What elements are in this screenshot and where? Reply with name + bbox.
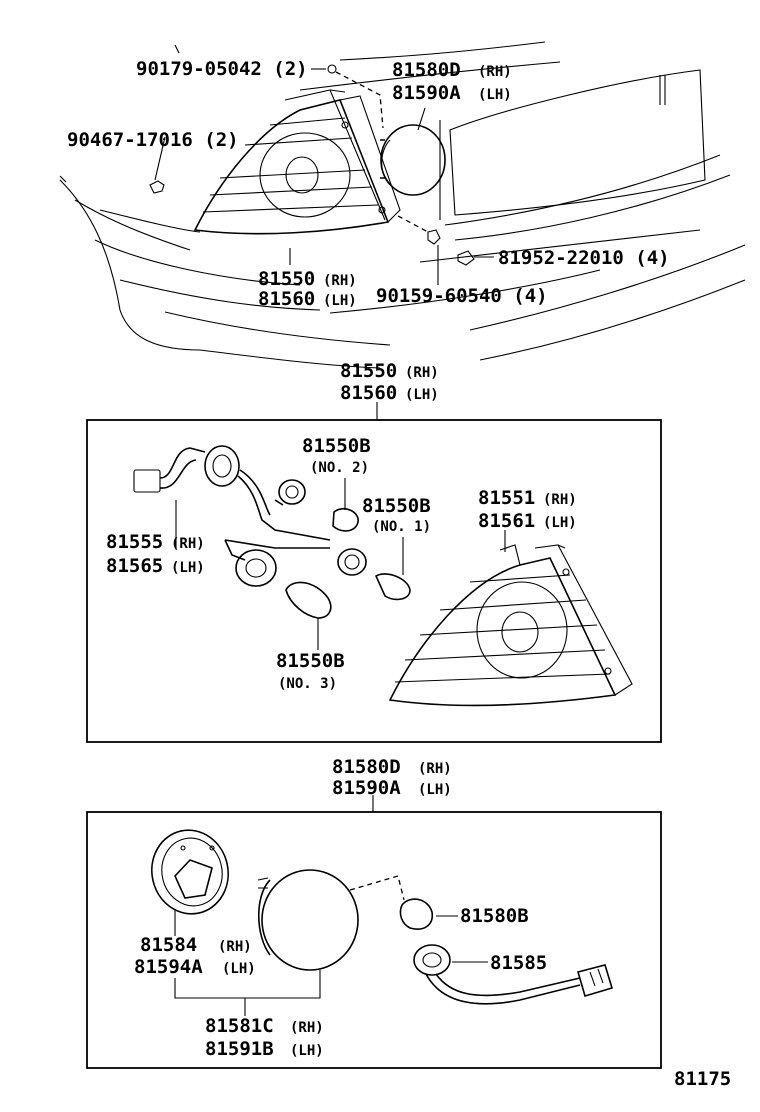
back-up-lamp-top bbox=[380, 124, 446, 196]
label-90179-part: 90179-05042 (2) bbox=[136, 58, 308, 80]
bulb-no2-note: (NO. 2) bbox=[310, 460, 369, 476]
leader-lines-bottom bbox=[174, 910, 488, 1016]
backup-lens-rh-side: (RH) bbox=[290, 1020, 324, 1036]
socket-rh-side: (RH) bbox=[171, 536, 205, 552]
label-81590a-side: (LH) bbox=[478, 87, 512, 103]
label-81952: 81952-22010 (4) bbox=[498, 247, 670, 269]
label-lens-81551: 81551 (RH) 81561 (LH) bbox=[478, 487, 577, 532]
gasket bbox=[151, 829, 229, 915]
label-90467: 90467-17016 (2) bbox=[67, 129, 239, 151]
gasket-lh-side: (LH) bbox=[222, 961, 256, 977]
gasket-rh-side: (RH) bbox=[218, 939, 252, 955]
label-90159-part: 90159-60540 (4) bbox=[376, 285, 548, 307]
socket-rh-part: 81555 bbox=[106, 531, 163, 553]
lens-lh-part: 81561 bbox=[478, 510, 535, 532]
backup-lens-lh-side: (LH) bbox=[290, 1043, 324, 1059]
backup-lens-lh-part: 81591B bbox=[205, 1038, 274, 1060]
label-90159: 90159-60540 (4) bbox=[376, 285, 548, 307]
socket-lh-side: (LH) bbox=[171, 560, 205, 576]
leader-lines-top bbox=[154, 68, 494, 812]
backup-header-rh-side: (RH) bbox=[418, 761, 452, 777]
label-81550-top-part: 81550 bbox=[258, 268, 315, 290]
label-81590a-part: 81590A bbox=[392, 82, 461, 104]
backup-header-lh-side: (LH) bbox=[418, 782, 452, 798]
bulb-no1-note: (NO. 1) bbox=[372, 519, 431, 535]
label-socket-81555: 81555 (RH) 81565 (LH) bbox=[106, 531, 205, 577]
back-up-lamp-lens bbox=[257, 869, 359, 971]
backup-header-lh-part: 81590A bbox=[332, 777, 401, 799]
lens-rh-side: (RH) bbox=[543, 492, 577, 508]
tail-header-rh-part: 81550 bbox=[340, 360, 397, 382]
bulb-no3-part: 81550B bbox=[276, 650, 345, 672]
bulb-no2-part: 81550B bbox=[302, 435, 371, 457]
backup-header-rh-part: 81580D bbox=[332, 756, 401, 778]
label-bulb-no3: 81550B (NO. 3) bbox=[276, 650, 345, 692]
tail-header-rh-side: (RH) bbox=[405, 365, 439, 381]
label-81550-81560-top: 81550 (RH) 81560 (LH) bbox=[258, 268, 357, 310]
label-lens-81581c: 81581C (RH) 81591B (LH) bbox=[205, 1015, 324, 1060]
detail-header-back-up-lamp: 81580D (RH) 81590A (LH) bbox=[332, 756, 452, 799]
label-90467-part: 90467-17016 (2) bbox=[67, 129, 239, 151]
tail-header-lh-side: (LH) bbox=[405, 387, 439, 403]
wiring-harness bbox=[133, 445, 367, 587]
leader-lines-middle bbox=[175, 478, 506, 650]
label-bulb-no1: 81550B (NO. 1) bbox=[362, 495, 431, 535]
lens-lh-side: (LH) bbox=[543, 515, 577, 531]
label-bulb-81580b: 81580B bbox=[460, 905, 529, 927]
tail-lamp-lens bbox=[388, 544, 633, 707]
lens-rh-part: 81551 bbox=[478, 487, 535, 509]
bulb-no3-note: (NO. 3) bbox=[278, 676, 337, 692]
socket-lh-part: 81565 bbox=[106, 555, 163, 577]
tail-lamp-top bbox=[193, 89, 401, 235]
detail-header-tail-lamp: 81550 (RH) 81560 (LH) bbox=[340, 360, 439, 404]
figure-number: 81175 bbox=[674, 1068, 731, 1090]
socket-81585-part: 81585 bbox=[490, 952, 547, 974]
bulb-no1-part: 81550B bbox=[362, 495, 431, 517]
label-81560-top-part: 81560 bbox=[258, 288, 315, 310]
tail-header-lh-part: 81560 bbox=[340, 382, 397, 404]
back-up-lamp-detail-frame bbox=[86, 811, 662, 1069]
label-socket-81585: 81585 bbox=[490, 952, 547, 974]
bulb-no1 bbox=[374, 573, 411, 601]
bulb-81580b bbox=[349, 875, 434, 930]
gasket-lh-part: 81594A bbox=[134, 956, 203, 978]
label-81580d-81590a: 81580D (RH) 81590A (LH) bbox=[392, 59, 512, 104]
bulb-no2 bbox=[332, 507, 359, 532]
label-81580d-part: 81580D bbox=[392, 59, 461, 81]
label-90179: 90179-05042 (2) bbox=[136, 58, 308, 80]
label-81560-top-side: (LH) bbox=[323, 293, 357, 309]
gasket-rh-part: 81584 bbox=[140, 934, 197, 956]
label-gasket: 81584 (RH) 81594A (LH) bbox=[134, 934, 256, 978]
label-bulb-no2: 81550B (NO. 2) bbox=[302, 435, 371, 476]
label-81580d-side: (RH) bbox=[478, 64, 512, 80]
backup-lens-rh-part: 81581C bbox=[205, 1015, 274, 1037]
socket-81585 bbox=[413, 944, 613, 1005]
tail-lamp-detail-frame bbox=[86, 419, 662, 743]
bulb-81580b-part: 81580B bbox=[460, 905, 529, 927]
label-81952-part: 81952-22010 (4) bbox=[498, 247, 670, 269]
fasteners-top bbox=[149, 64, 475, 266]
vehicle-body-outline bbox=[59, 41, 746, 369]
bulb-no3 bbox=[285, 581, 332, 619]
label-81550-top-side: (RH) bbox=[323, 273, 357, 289]
